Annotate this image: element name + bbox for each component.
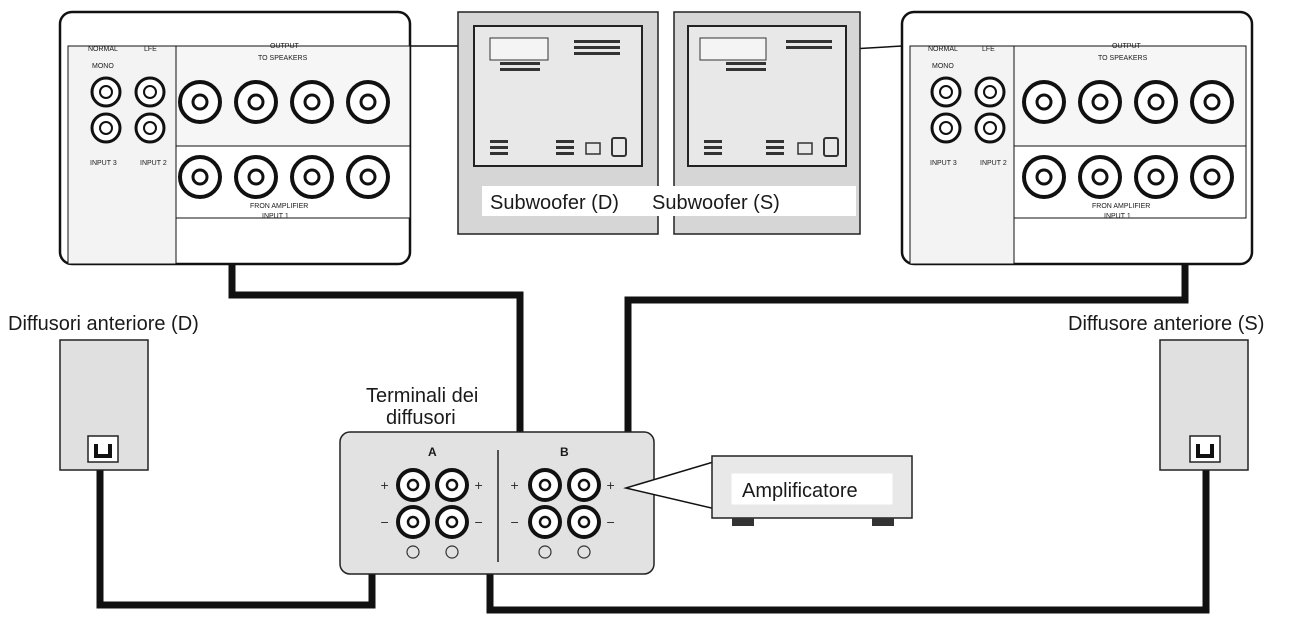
front-speaker-left: [1159, 339, 1249, 471]
subwoofer-left-panel-zoom: NORMAL LFE MONO OUTPUT TO SPEAKERS INPUT…: [799, 10, 1254, 266]
label-input-2: INPUT 2: [980, 160, 1007, 167]
subwoofer-right-label: Subwoofer (D): [490, 192, 619, 214]
label-to-speakers: TO SPEAKERS: [258, 55, 308, 62]
binding-posts: [1022, 80, 1234, 199]
front-speaker-left-label: Diffusore anteriore (S): [1068, 313, 1264, 335]
label-from-amplifier: FRON AMPLIFIER: [250, 203, 308, 210]
label-input-3: INPUT 3: [930, 160, 957, 167]
svg-text:+: +: [606, 479, 615, 492]
label-lfe: LFE: [982, 46, 995, 53]
speaker-terminals-label-2: diffusori: [386, 407, 456, 429]
subwoofer-left-label: Subwoofer (S): [652, 192, 780, 214]
label-output: OUTPUT: [1112, 43, 1142, 50]
front-speaker-right: [59, 339, 149, 471]
binding-posts: [178, 80, 390, 199]
label-mono: MONO: [932, 63, 954, 70]
svg-text:+: +: [380, 479, 389, 492]
speaker-terminals-label-1: Terminali dei: [366, 385, 478, 407]
group-b-label: B: [560, 445, 569, 459]
svg-text:+: +: [510, 479, 519, 492]
svg-text:−: −: [380, 516, 389, 529]
amplifier: [711, 455, 913, 526]
label-input-1: INPUT 1: [1104, 213, 1131, 220]
front-speaker-right-label: Diffusori anteriore (D): [8, 313, 199, 335]
amplifier-label: Amplificatore: [742, 480, 858, 502]
svg-text:+: +: [474, 479, 483, 492]
svg-text:−: −: [510, 516, 519, 529]
rca-jacks: [90, 76, 166, 144]
label-from-amplifier: FRON AMPLIFIER: [1092, 203, 1150, 210]
subwoofer-label-bar: [482, 186, 856, 216]
label-to-speakers: TO SPEAKERS: [1098, 55, 1148, 62]
label-input-3: INPUT 3: [90, 160, 117, 167]
label-normal: NORMAL: [88, 46, 118, 53]
label-input-2: INPUT 2: [140, 160, 167, 167]
label-mono: MONO: [92, 63, 114, 70]
rca-jacks: [930, 76, 1006, 144]
label-output: OUTPUT: [270, 43, 300, 50]
svg-text:−: −: [474, 516, 483, 529]
terminal-posts: [396, 468, 601, 539]
group-a-label: A: [428, 445, 437, 459]
subwoofer-right-panel-zoom: NORMAL LFE MONO OUTPUT TO SPEAKERS INPUT…: [58, 10, 490, 266]
label-lfe: LFE: [144, 46, 157, 53]
label-normal: NORMAL: [928, 46, 958, 53]
label-input-1: INPUT 1: [262, 213, 289, 220]
svg-text:−: −: [606, 516, 615, 529]
speaker-terminals-panel: A B + + − − + + − −: [339, 431, 655, 575]
